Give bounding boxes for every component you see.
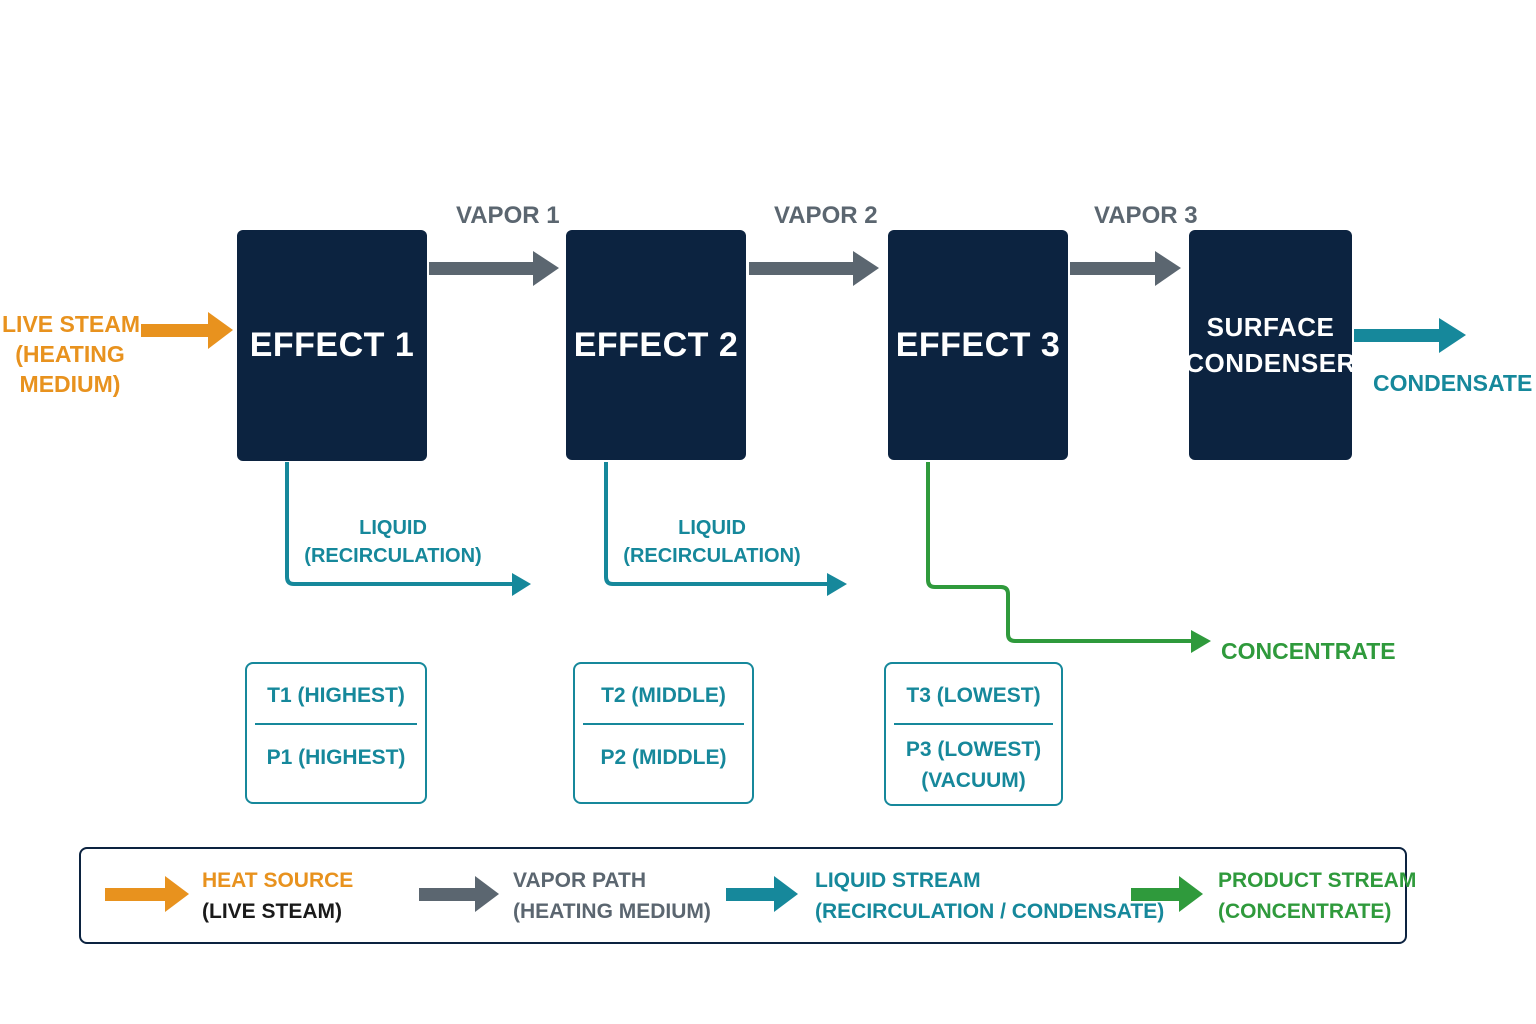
temperature-1: T1 (HIGHEST) xyxy=(267,684,405,707)
liquid-label-1-line1: LIQUID xyxy=(359,517,427,539)
condensate-label: CONDENSATE xyxy=(1373,370,1533,396)
vapor-1-arrow xyxy=(429,251,559,286)
liquid-label-1-line2: (RECIRCULATION) xyxy=(304,545,482,567)
liquid-line-2 xyxy=(604,462,847,596)
legend-vapor-text: VAPOR PATH (HEATING MEDIUM) xyxy=(513,865,711,927)
live-steam-line1: LIVE STEAM xyxy=(2,311,141,337)
legend-liquid-line1: LIQUID STREAM xyxy=(815,869,981,892)
legend-heat-text: HEAT SOURCE (LIVE STEAM) xyxy=(202,865,353,927)
live-steam-line2: (HEATING xyxy=(15,341,125,367)
legend-product-text: PRODUCT STREAM (CONCENTRATE) xyxy=(1218,865,1416,927)
legend-arrows xyxy=(105,876,1203,912)
vapor-1-label: VAPOR 1 xyxy=(456,202,560,229)
live-steam-label: LIVE STEAM (HEATING MEDIUM) xyxy=(2,309,141,399)
pressure-1: P1 (HIGHEST) xyxy=(266,746,406,769)
vapor-2-label: VAPOR 2 xyxy=(774,202,878,229)
conditions-box-1: T1 (HIGHEST) P1 (HIGHEST) xyxy=(245,662,427,804)
legend-heat-arrow xyxy=(105,876,189,912)
legend-liquid-arrow xyxy=(726,876,798,912)
vapor-3-label: VAPOR 3 xyxy=(1094,202,1198,229)
legend-vapor-arrow xyxy=(419,876,499,912)
concentrate-label: CONCENTRATE xyxy=(1221,638,1396,664)
effect-2-label: EFFECT 2 xyxy=(573,325,739,364)
temperature-2: T2 (MIDDLE) xyxy=(601,684,726,707)
legend-heat-line2: (LIVE STEAM) xyxy=(202,900,342,923)
liquid-label-2-line1: LIQUID xyxy=(678,517,746,539)
pressure-2: P2 (MIDDLE) xyxy=(600,746,727,769)
liquid-label-2: LIQUID (RECIRCULATION) xyxy=(619,514,805,570)
legend-product-arrow xyxy=(1131,876,1203,912)
legend-heat-line1: HEAT SOURCE xyxy=(202,869,354,892)
effect-3-box: EFFECT 3 xyxy=(888,230,1068,460)
legend-vapor-line1: VAPOR PATH xyxy=(513,869,647,892)
legend-liquid-text: LIQUID STREAM (RECIRCULATION / CONDENSAT… xyxy=(815,865,1164,927)
conditions-divider xyxy=(894,723,1053,725)
conditions-divider xyxy=(255,723,417,725)
legend-product-line1: PRODUCT STREAM xyxy=(1218,869,1417,892)
condensate-arrow xyxy=(1354,318,1466,353)
effect-1-label: EFFECT 1 xyxy=(249,326,415,364)
concentrate-line xyxy=(926,462,1211,653)
condenser-label-line1: SURFACE xyxy=(1206,312,1335,342)
liquid-label-2-line2: (RECIRCULATION) xyxy=(623,545,801,567)
conditions-divider xyxy=(583,723,744,725)
effect-2-box: EFFECT 2 xyxy=(566,230,746,460)
conditions-box-2: T2 (MIDDLE) P2 (MIDDLE) xyxy=(573,662,754,804)
effect-1-box: EFFECT 1 xyxy=(237,230,427,461)
condenser-label-line2: CONDENSER xyxy=(1185,348,1356,378)
legend-vapor-line2: (HEATING MEDIUM) xyxy=(513,900,711,923)
legend-product-line2: (CONCENTRATE) xyxy=(1218,900,1392,923)
legend: HEAT SOURCE (LIVE STEAM) VAPOR PATH (HEA… xyxy=(79,847,1416,944)
live-steam-line3: MEDIUM) xyxy=(19,371,121,397)
liquid-line-1 xyxy=(285,462,531,596)
vapor-2-arrow xyxy=(749,251,879,286)
surface-condenser-box: SURFACE CONDENSER xyxy=(1185,230,1355,460)
live-steam-arrow xyxy=(141,312,233,349)
pressure-3: P3 (LOWEST) xyxy=(905,738,1042,761)
effect-3-label: EFFECT 3 xyxy=(895,325,1061,364)
temperature-3: T3 (LOWEST) xyxy=(906,684,1041,707)
conditions-box-3: T3 (LOWEST) P3 (LOWEST) (VACUUM) xyxy=(884,662,1063,806)
legend-liquid-line2: (RECIRCULATION / CONDENSATE) xyxy=(815,900,1165,923)
pressure-3-note: (VACUUM) xyxy=(921,769,1026,792)
vapor-3-arrow xyxy=(1070,251,1181,286)
liquid-label-1: LIQUID (RECIRCULATION) xyxy=(300,514,486,570)
